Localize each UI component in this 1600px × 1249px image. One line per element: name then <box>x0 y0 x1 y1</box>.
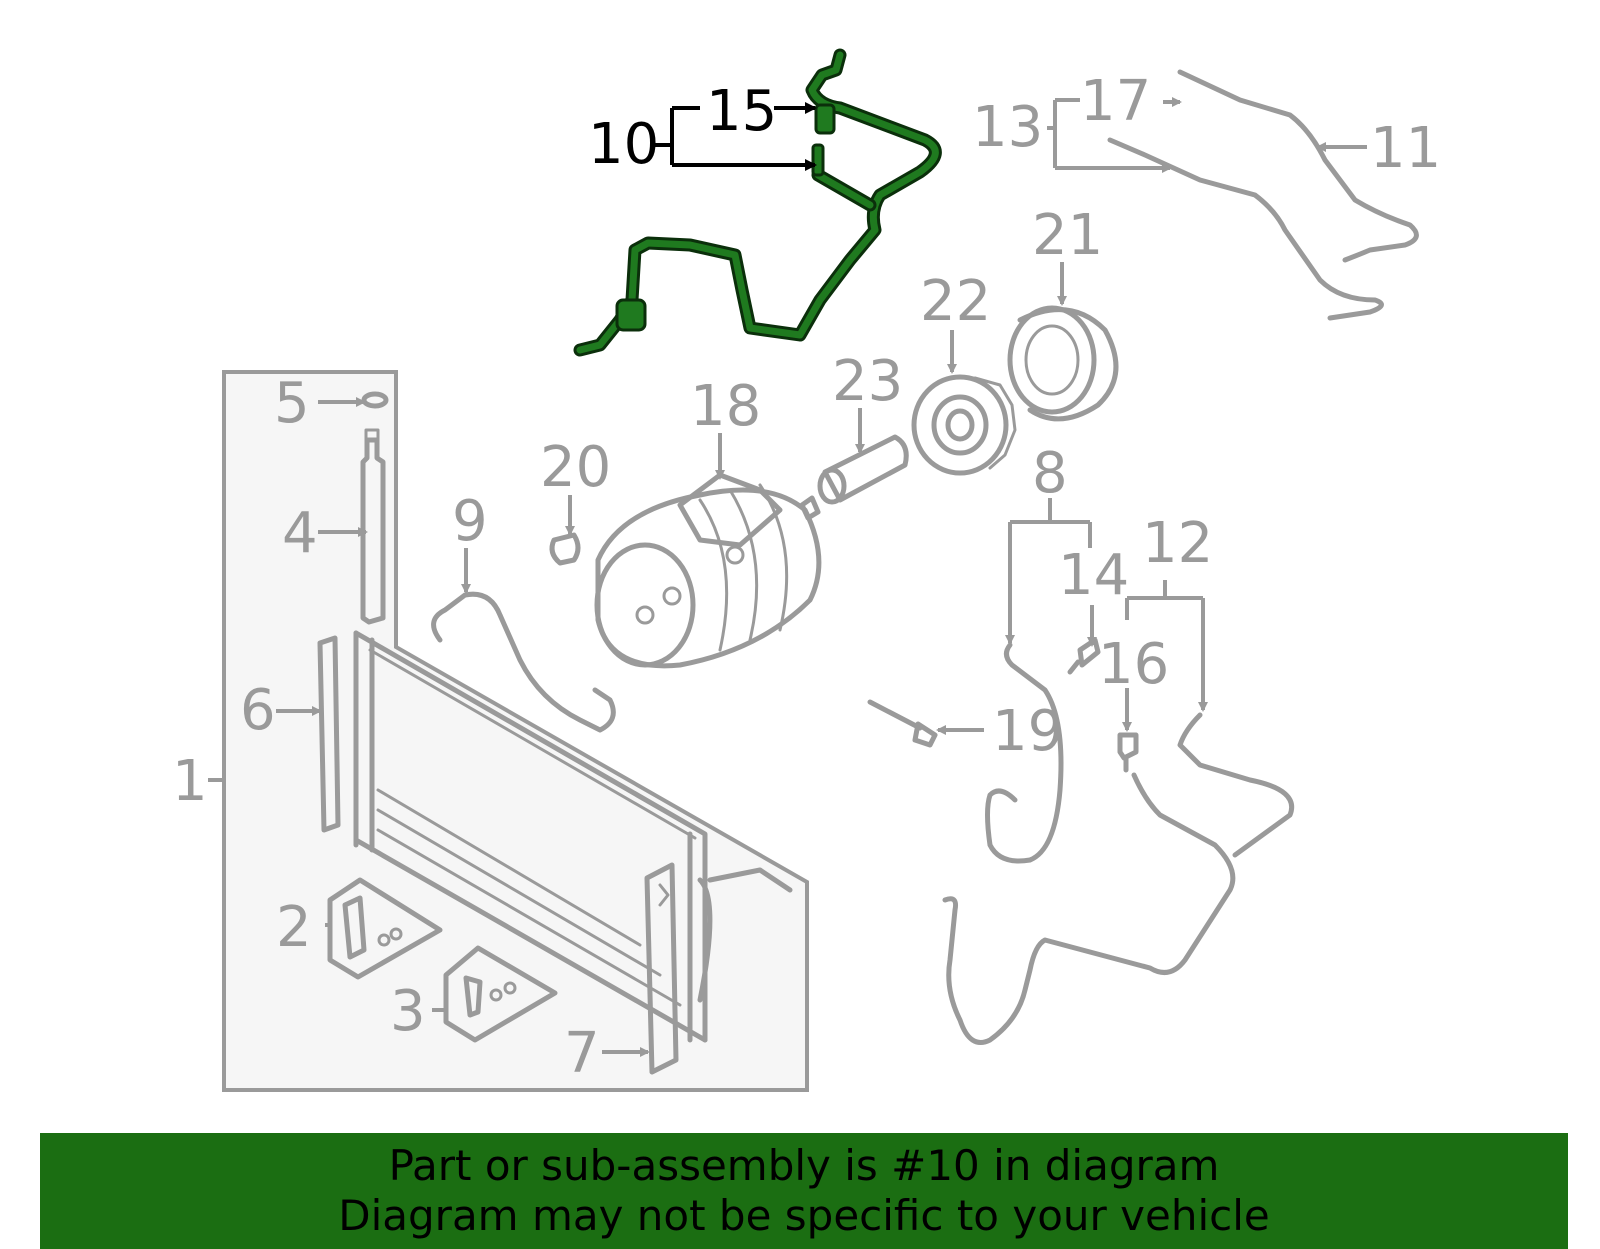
callout-16: 16 <box>1098 632 1169 697</box>
ac-hose-10-highlighted <box>573 48 942 357</box>
callout-3: 3 <box>390 979 426 1044</box>
hose-8 <box>985 642 1064 864</box>
fitting-20 <box>549 532 581 566</box>
callout-labels: 1 2 3 4 5 6 7 8 9 10 11 12 13 14 15 16 1… <box>172 69 1441 1086</box>
callout-18: 18 <box>690 374 761 439</box>
compressor <box>594 472 822 669</box>
hose-12-branch <box>1177 712 1294 858</box>
callout-14: 14 <box>1058 543 1129 608</box>
callout-11: 11 <box>1370 116 1441 181</box>
hose-9 <box>431 591 616 733</box>
hose-12 <box>942 772 1236 1045</box>
callout-10: 10 <box>588 112 659 177</box>
callout-4: 4 <box>282 501 318 566</box>
callout-13: 13 <box>972 95 1043 160</box>
callout-5: 5 <box>274 371 310 436</box>
callout-6: 6 <box>240 678 276 743</box>
info-banner: Part or sub-assembly is #10 in diagram D… <box>40 1133 1568 1249</box>
clutch-housing-21 <box>1007 305 1119 422</box>
parts-diagram: 1 2 3 4 5 6 7 8 9 10 11 12 13 14 15 16 1… <box>172 48 1441 1092</box>
banner-line-disclaimer: Diagram may not be specific to your vehi… <box>338 1191 1270 1240</box>
callout-12: 12 <box>1142 511 1213 576</box>
callout-2: 2 <box>276 895 312 960</box>
callout-8: 8 <box>1032 441 1068 506</box>
coupler-23 <box>817 434 909 505</box>
callout-17: 17 <box>1080 69 1151 134</box>
line-11 <box>1177 69 1419 263</box>
callout-19: 19 <box>992 699 1063 764</box>
callout-1: 1 <box>172 749 208 814</box>
bolt-19 <box>867 699 938 748</box>
callout-20: 20 <box>540 435 611 500</box>
leader-lines <box>208 97 1367 1057</box>
callout-23: 23 <box>832 349 903 414</box>
callout-7: 7 <box>564 1021 600 1086</box>
condenser-assembly-group <box>222 370 809 1092</box>
callout-22: 22 <box>920 269 991 334</box>
callout-15: 15 <box>706 79 777 144</box>
callout-21: 21 <box>1032 203 1103 268</box>
valve-16 <box>1117 732 1139 773</box>
callout-9: 9 <box>452 489 488 554</box>
pulley-22 <box>911 374 1017 476</box>
banner-line-part-number: Part or sub-assembly is #10 in diagram <box>388 1141 1220 1190</box>
line-13 <box>1107 137 1384 321</box>
